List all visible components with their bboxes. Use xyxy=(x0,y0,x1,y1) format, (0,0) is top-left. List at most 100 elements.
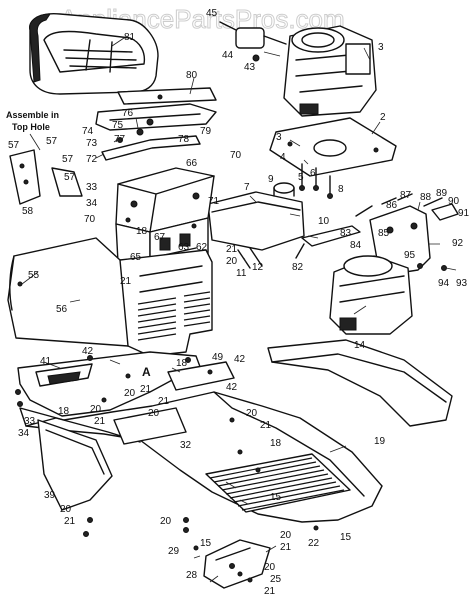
callout-21-d: 21 xyxy=(140,384,152,395)
frame-rail-part xyxy=(17,351,203,417)
callout-75: 75 xyxy=(112,120,124,131)
callout-18-a: 18 xyxy=(136,226,148,237)
callout-34-a: 34 xyxy=(86,198,98,209)
callout-15-a: 15 xyxy=(270,492,282,503)
callout-8: 8 xyxy=(338,184,344,195)
callout-91: 91 xyxy=(458,208,470,219)
callout-77: 77 xyxy=(114,134,126,145)
callout-29: 29 xyxy=(168,546,180,557)
hood-grille-left xyxy=(137,297,177,341)
callout-67: 67 xyxy=(154,232,166,243)
callout-90: 90 xyxy=(448,196,460,207)
callout-21-h: 21 xyxy=(280,542,292,553)
callout-39: 39 xyxy=(44,490,56,501)
callout-72: 72 xyxy=(86,154,98,165)
callout-55: 55 xyxy=(28,270,40,281)
seat-lever-left-part xyxy=(9,149,83,205)
callout-20-b: 20 xyxy=(90,404,102,415)
footdeck-mat-part xyxy=(205,453,351,513)
callout-42-b: 42 xyxy=(234,354,246,365)
callout-25: 25 xyxy=(270,574,282,585)
discharge-chute-part xyxy=(267,339,453,427)
callout-11: 11 xyxy=(236,268,247,279)
side-skirt-part xyxy=(37,419,113,511)
callout-80: 80 xyxy=(186,70,198,81)
callout-58: 58 xyxy=(22,206,34,217)
callout-20-d: 20 xyxy=(148,408,160,419)
engine-bolts-part xyxy=(299,163,333,199)
callout-57-a: 57 xyxy=(8,140,20,151)
callout-20-g: 20 xyxy=(160,516,172,527)
callout-3-b: 3 xyxy=(276,132,282,143)
callout-21-i: 21 xyxy=(264,586,276,597)
tank-bracket-part xyxy=(237,247,263,269)
leader-lines xyxy=(21,37,457,583)
solenoid-part xyxy=(219,21,287,62)
reference-letter-a: A xyxy=(142,365,151,379)
callout-34-b: 34 xyxy=(18,428,30,439)
fuel-tank-part xyxy=(207,182,305,251)
callout-65: 65 xyxy=(130,252,142,263)
shift-lever-part xyxy=(295,225,361,259)
callout-19: 19 xyxy=(374,436,386,447)
callout-71: 71 xyxy=(208,196,220,207)
callout-42-c: 42 xyxy=(226,382,238,393)
callout-74: 74 xyxy=(82,126,94,137)
callout-73: 73 xyxy=(86,138,98,149)
callout-63: 63 xyxy=(178,242,190,253)
callout-43: 43 xyxy=(244,62,256,73)
callout-4: 4 xyxy=(280,152,286,163)
callout-33-b: 33 xyxy=(24,416,36,427)
callout-10: 10 xyxy=(318,216,330,227)
rear-hitch-part xyxy=(203,539,271,589)
callout-15-b: 15 xyxy=(200,538,212,549)
frame-crossmember-part xyxy=(167,361,235,391)
callout-78: 78 xyxy=(178,134,190,145)
seat-plate-part xyxy=(117,87,217,105)
callout-18-c: 18 xyxy=(58,406,70,417)
callout-21-f: 21 xyxy=(260,420,272,431)
callout-76: 76 xyxy=(122,108,134,119)
hood-grille-right xyxy=(183,291,211,327)
callout-20-e: 20 xyxy=(246,408,258,419)
callout-9: 9 xyxy=(268,174,274,185)
callout-28: 28 xyxy=(186,570,198,581)
callout-44: 44 xyxy=(222,50,234,61)
callout-83: 83 xyxy=(340,228,352,239)
engine-plate-part xyxy=(269,117,397,177)
callout-6: 6 xyxy=(310,168,316,179)
callout-70-a: 70 xyxy=(230,150,242,161)
callout-57-d: 57 xyxy=(64,172,76,183)
callout-12: 12 xyxy=(252,262,264,273)
callout-86: 86 xyxy=(386,200,398,211)
callout-22: 22 xyxy=(308,538,320,549)
callout-62: 62 xyxy=(196,242,208,253)
assembly-note-line1: Assemble in xyxy=(6,110,59,120)
seat-part xyxy=(29,13,159,95)
callout-84: 84 xyxy=(350,240,362,251)
callout-92: 92 xyxy=(452,238,464,249)
callout-87: 87 xyxy=(400,190,412,201)
callout-5: 5 xyxy=(298,172,304,183)
callout-85: 85 xyxy=(378,228,390,239)
callout-32: 32 xyxy=(180,440,192,451)
seat-bracket-part xyxy=(95,103,217,131)
callout-70-b: 70 xyxy=(84,214,96,225)
assembly-note-line2: Top Hole xyxy=(12,122,50,132)
callout-3-a: 3 xyxy=(378,42,384,53)
callout-57-c: 57 xyxy=(62,154,74,165)
callout-93: 93 xyxy=(456,278,468,289)
callout-41: 41 xyxy=(40,356,52,367)
callout-45: 45 xyxy=(206,8,218,19)
callout-20-i: 20 xyxy=(264,562,276,573)
callout-20-a: 20 xyxy=(226,256,238,267)
callout-79: 79 xyxy=(200,126,212,137)
callout-20-f: 20 xyxy=(60,504,72,515)
transaxle-part xyxy=(329,255,413,335)
callout-20-h: 20 xyxy=(280,530,292,541)
callout-2: 2 xyxy=(380,112,386,123)
seat-spring-part xyxy=(101,118,201,161)
callout-66: 66 xyxy=(186,158,198,169)
hardware-bolts xyxy=(15,217,319,583)
